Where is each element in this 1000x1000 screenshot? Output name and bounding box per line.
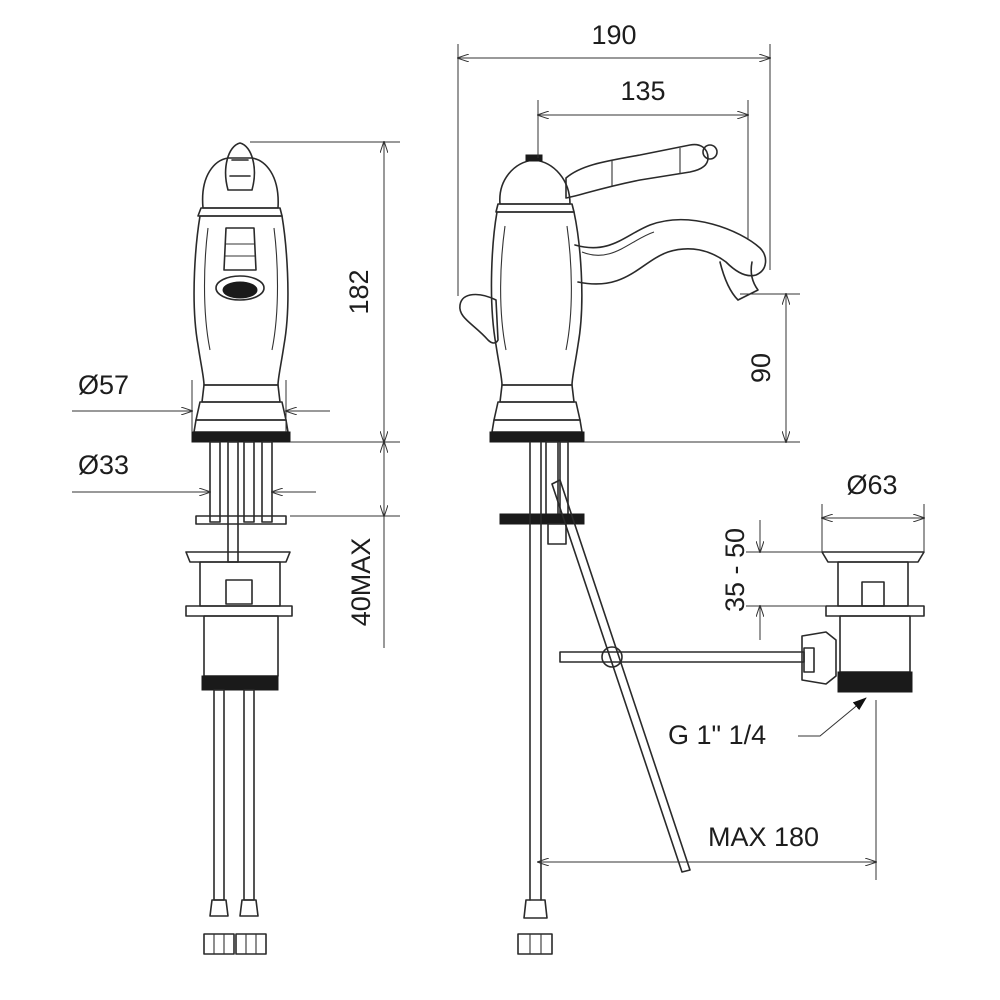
side-rear-lever [459,293,499,344]
thread-g114-label: G 1" 1/4 [668,720,766,750]
dim-35-50-label: 35 - 50 [720,528,750,612]
dim-33-label: Ø33 [78,450,129,480]
front-cap [201,157,279,209]
dim-135-label: 135 [620,76,665,106]
dim-max-180-label: MAX 180 [708,822,819,852]
side-view [459,143,805,955]
front-spout [223,227,257,271]
dim-182-label: 182 [344,269,374,314]
dim-190-label: 190 [591,20,636,50]
front-dimension-lines [72,142,400,648]
side-dimension-lines [458,44,924,880]
dim-63-label: Ø63 [846,470,897,500]
front-shank [209,441,273,563]
front-handle-knob [224,142,256,191]
waste-assembly [801,551,925,693]
side-lever-handle [565,143,709,199]
dim-40max-label: 40MAX [346,538,376,627]
side-popup-rod [551,479,691,873]
dim-57-label: Ø57 [78,370,129,400]
front-base [201,384,281,403]
side-spout [574,218,767,285]
dim-90-label: 90 [746,353,776,383]
front-view [185,142,293,955]
side-cap [499,159,571,205]
front-hoses [203,689,267,955]
